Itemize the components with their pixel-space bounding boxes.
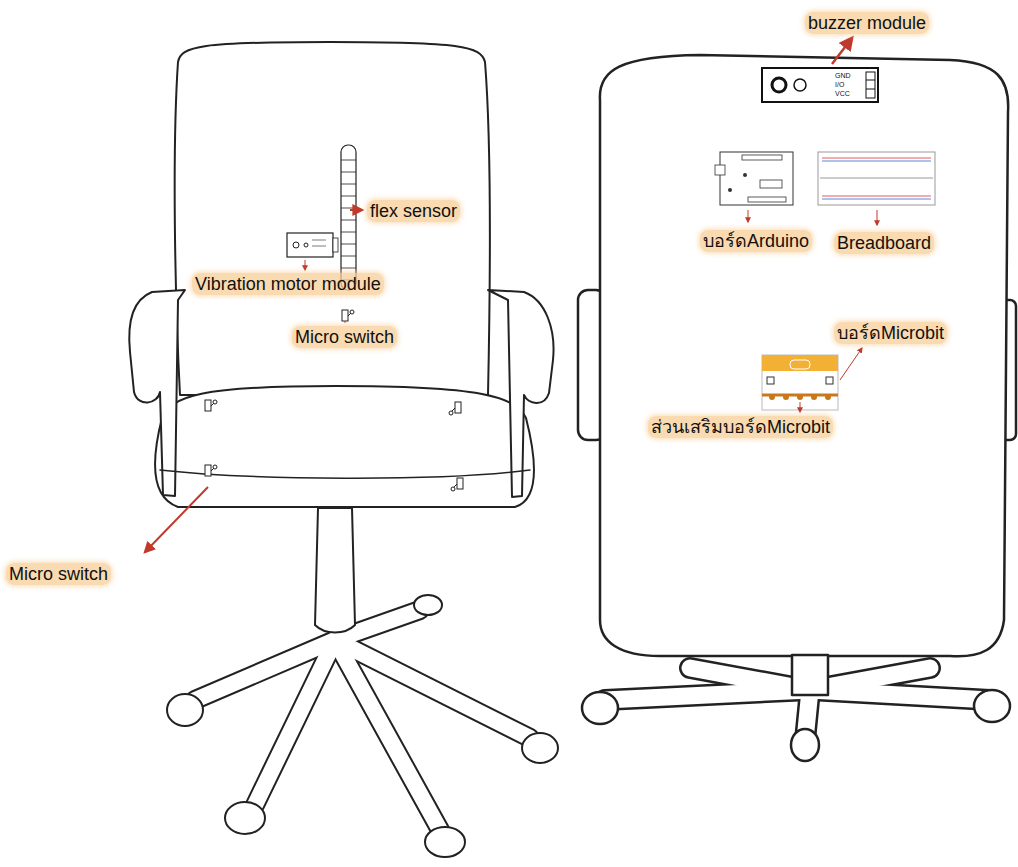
part-label: Micro switch [6,563,111,585]
leader-line [832,38,852,64]
part-label: buzzer module [805,12,929,34]
leader-line [350,209,362,211]
flex-sensor [341,145,356,290]
leader-line [800,402,801,412]
leader-line [345,321,346,323]
part-label: Breadboard [834,232,934,254]
part-label: Micro switch [292,326,397,348]
leader-line [748,210,749,222]
front-chair [129,42,558,857]
part-label: ส่วนเสริมบอร์ดMicrobit [648,416,833,438]
part-label: Vibration motor module [192,273,384,295]
micro-switch [205,310,463,491]
vibration-module [287,233,338,257]
leader-line [145,487,208,552]
part-label: flex sensor [367,200,460,222]
part-label: บอร์ดMicrobit [834,322,947,344]
leader-line [877,210,878,225]
microbit-board [762,355,838,410]
pin-label: I/O [835,81,844,89]
pin-label: GND [835,72,851,80]
breadboard [818,152,935,205]
arduino-board [715,152,793,205]
leader-line [305,260,306,270]
leader-line [840,348,862,380]
buzzer-module [762,68,878,102]
part-label: บอร์ดArduino [700,230,812,252]
pin-label: VCC [835,90,850,98]
back-chair [578,55,1016,761]
